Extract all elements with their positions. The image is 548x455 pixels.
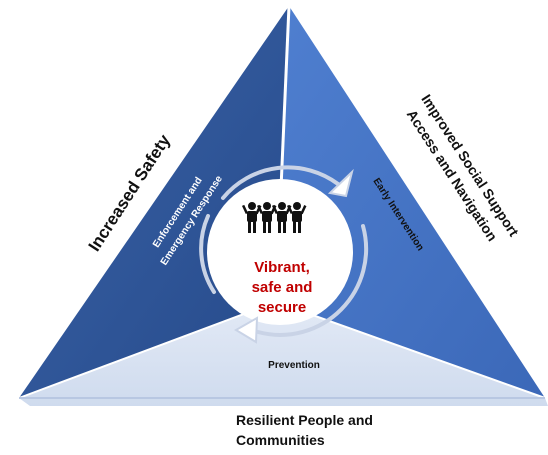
center-text-line2: safe and xyxy=(252,279,313,296)
divider-line xyxy=(275,301,546,399)
center-circle xyxy=(207,179,353,325)
people-group-icon xyxy=(241,202,307,233)
arrow-head xyxy=(234,316,259,344)
arrow-head xyxy=(327,168,354,198)
center-text-line3: secure xyxy=(258,299,306,316)
divider-line xyxy=(18,301,277,399)
cycle-arrow-icon xyxy=(199,165,369,337)
caption-line1: Resilient People and xyxy=(236,412,373,428)
left-sector xyxy=(19,6,289,398)
center-text-line1: Vibrant, xyxy=(254,259,310,276)
bottom-sector-subtitle: Prevention xyxy=(268,360,320,371)
right-sector xyxy=(276,6,545,398)
bottom-caption: Resilient People and Communities xyxy=(236,410,436,450)
bottom-sector xyxy=(19,302,548,406)
caption-line2: Communities xyxy=(236,432,325,448)
